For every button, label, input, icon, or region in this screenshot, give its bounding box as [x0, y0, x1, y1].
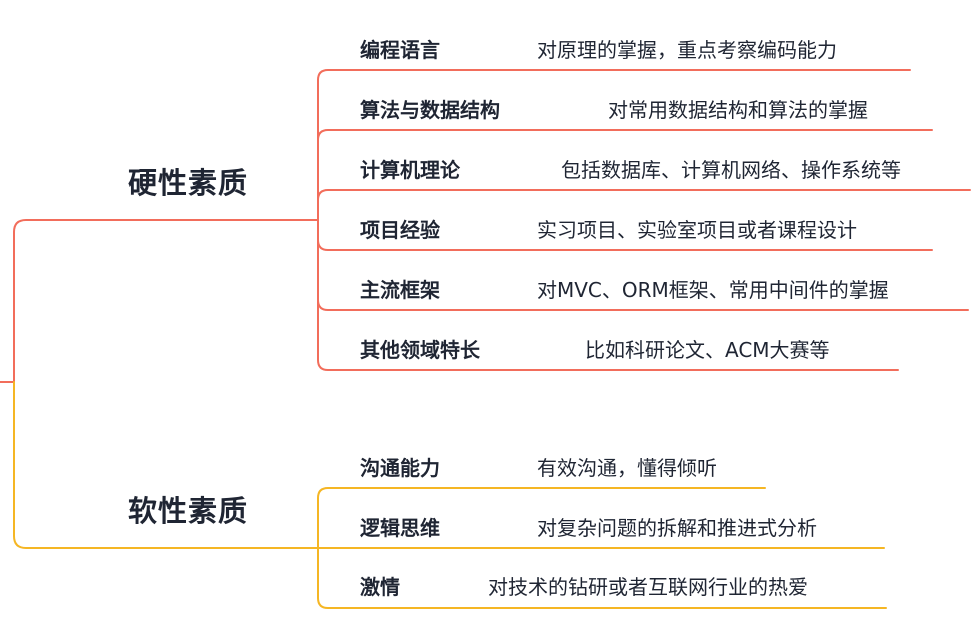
node-label-cs-theory: 计算机理论 [360, 158, 460, 182]
hard-item-connector-2 [317, 189, 971, 221]
soft-item-connector-0 [317, 487, 766, 549]
node-desc-cs-theory: 包括数据库、计算机网络、操作系统等 [561, 158, 901, 182]
node-label-communication: 沟通能力 [360, 456, 440, 480]
node-label-other-specialties: 其他领域特长 [360, 338, 480, 362]
node-label-project-experience: 项目经验 [360, 218, 440, 242]
node-label-algorithms: 算法与数据结构 [360, 98, 500, 122]
node-label-logical-thinking: 逻辑思维 [360, 516, 440, 540]
hard-branch-connector [13, 219, 319, 383]
hard-item-connector-5 [317, 219, 899, 371]
hard-item-connector-1 [317, 129, 933, 221]
branch-label-soft-skills: 软性素质 [128, 494, 249, 528]
node-desc-logical-thinking: 对复杂问题的拆解和推进式分析 [537, 516, 817, 540]
node-label-passion: 激情 [360, 575, 400, 599]
node-desc-algorithms: 对常用数据结构和算法的掌握 [608, 98, 868, 122]
node-desc-frameworks: 对MVC、ORM框架、常用中间件的掌握 [537, 278, 889, 302]
node-label-programming-language: 编程语言 [360, 38, 440, 62]
soft-item-connector-2 [317, 547, 887, 609]
node-desc-other-specialties: 比如科研论文、ACM大赛等 [585, 338, 830, 362]
node-label-frameworks: 主流框架 [360, 278, 440, 302]
node-desc-communication: 有效沟通，懂得倾听 [537, 456, 717, 480]
node-desc-programming-language: 对原理的掌握，重点考察编码能力 [537, 38, 837, 62]
branch-label-hard-skills: 硬性素质 [128, 166, 249, 200]
node-desc-project-experience: 实习项目、实验室项目或者课程设计 [537, 218, 857, 242]
hard-item-connector-0 [317, 69, 911, 221]
soft-branch-connector [13, 381, 319, 549]
node-desc-passion: 对技术的钻研或者互联网行业的热爱 [488, 575, 808, 599]
